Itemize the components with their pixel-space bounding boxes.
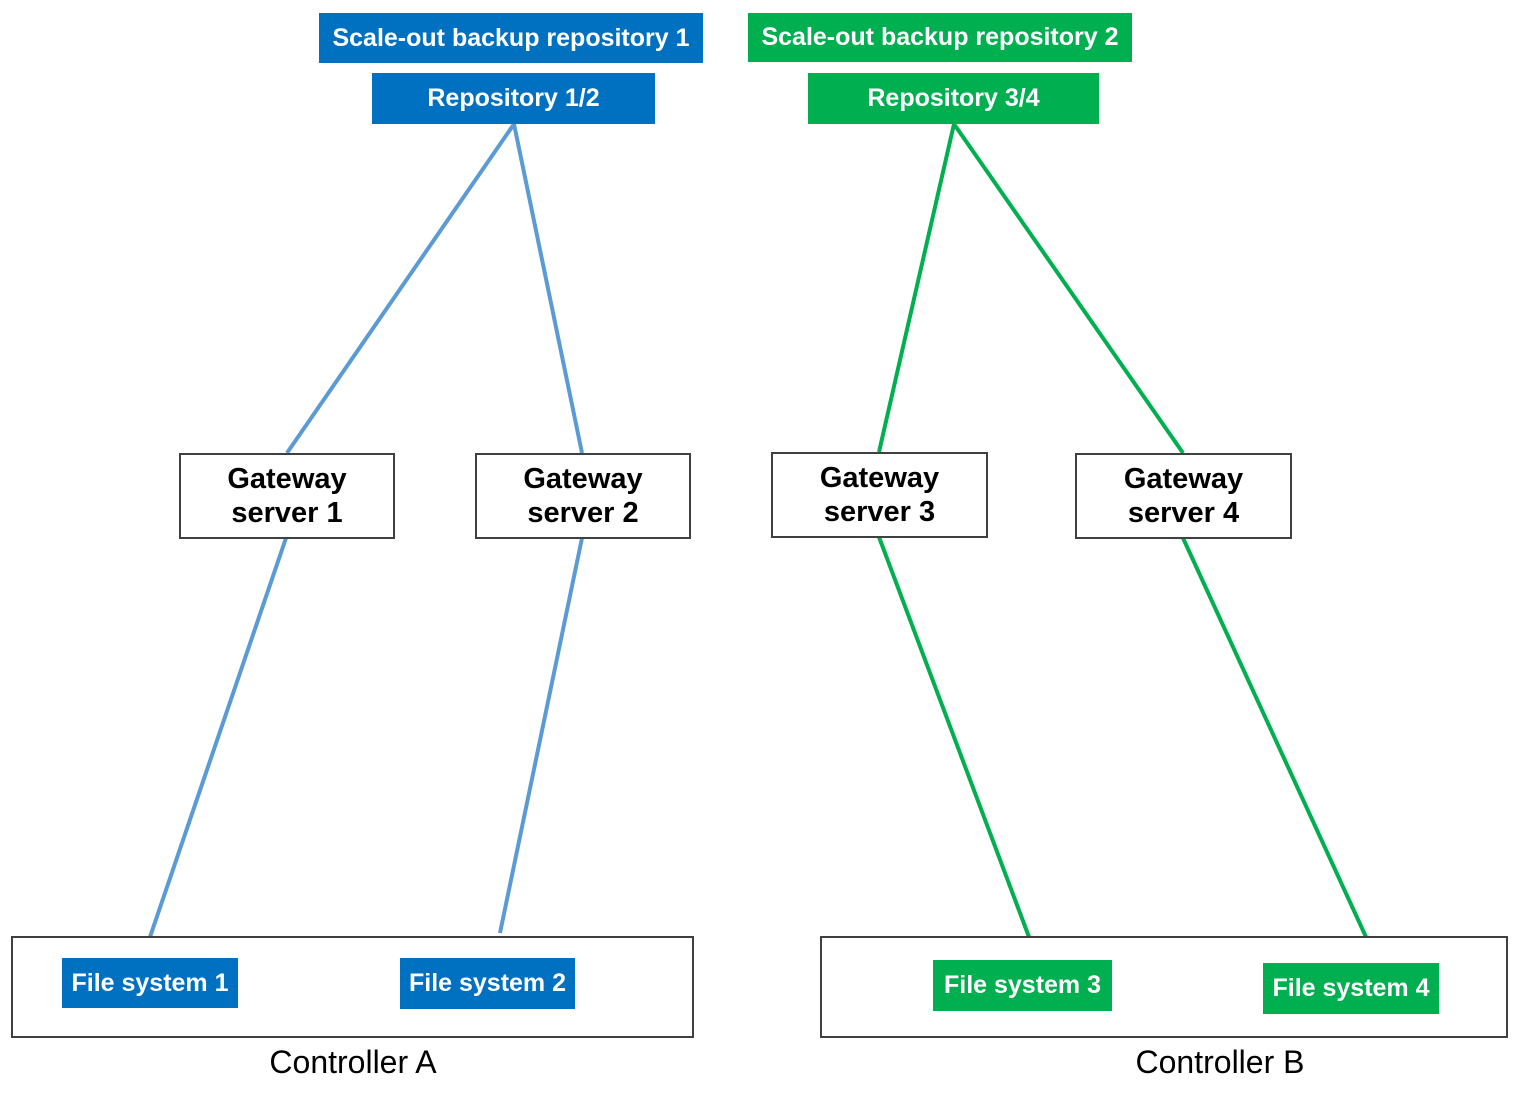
gateway-server-3: Gateway server 3	[771, 452, 988, 538]
controller-b-box	[820, 936, 1508, 1038]
file-system-3: File system 3	[933, 960, 1112, 1011]
link-gateway3-filesystem3	[877, 536, 1031, 938]
scale-out-repository-1: Scale-out backup repository 1	[319, 13, 703, 63]
repository-1-2: Repository 1/2	[372, 73, 655, 124]
gateway-server-1: Gateway server 1	[179, 453, 395, 539]
controller-b-label: Controller B	[1135, 1044, 1305, 1080]
link-repo34-gateway4	[952, 122, 1185, 455]
gateway-server-3-line2: server 3	[823, 496, 936, 528]
link-gateway1-filesystem1	[148, 537, 288, 938]
gateway-server-1-line1: Gateway	[227, 463, 347, 495]
gateway-server-4-line2: server 4	[1127, 497, 1240, 529]
repository-3-4: Repository 3/4	[808, 73, 1099, 124]
gateway-server-2: Gateway server 2	[475, 453, 691, 539]
gateway-server-4-line1: Gateway	[1123, 463, 1244, 495]
gateway-server-3-line1: Gateway	[819, 462, 940, 494]
controller-a-label: Controller A	[269, 1044, 437, 1080]
controller-a-box	[11, 936, 694, 1038]
gateway-server-1-line2: server 1	[231, 497, 343, 529]
file-system-2: File system 2	[400, 958, 575, 1009]
gateway-server-2-line2: server 2	[527, 497, 639, 529]
scale-out-repository-2: Scale-out backup repository 2	[748, 13, 1132, 62]
gateway-server-2-line1: Gateway	[523, 463, 643, 495]
link-repo34-gateway3	[877, 123, 956, 453]
link-gateway2-filesystem2	[498, 537, 584, 934]
link-repo12-gateway1	[285, 122, 516, 455]
file-system-4: File system 4	[1263, 963, 1439, 1014]
link-gateway4-filesystem4	[1181, 537, 1368, 938]
link-repo12-gateway2	[512, 123, 584, 454]
file-system-1: File system 1	[62, 958, 238, 1008]
gateway-server-4: Gateway server 4	[1075, 453, 1292, 539]
